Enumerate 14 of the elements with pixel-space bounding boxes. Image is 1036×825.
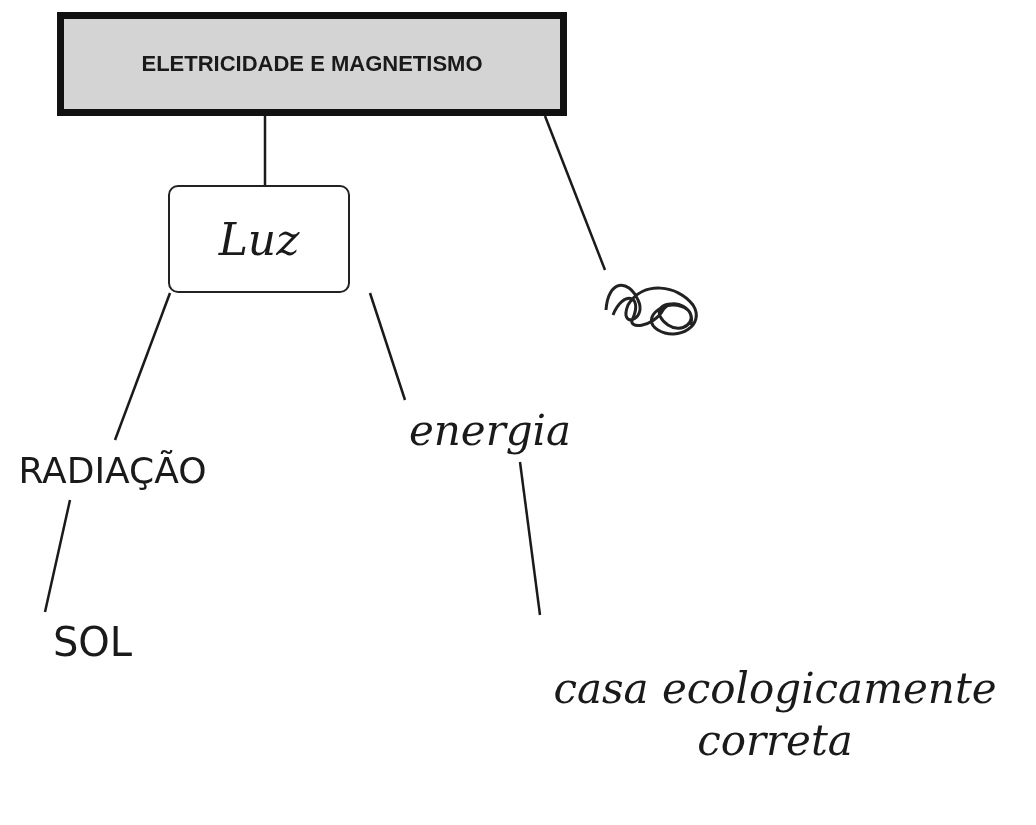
box-label: Luz [218, 212, 300, 267]
topic-box [168, 185, 350, 293]
connector-line [113, 292, 172, 441]
node-text: RADIAÇÃO [18, 448, 207, 493]
connector-line [543, 115, 607, 271]
node-text: SOL [52, 618, 133, 667]
node-text: energia [408, 404, 572, 457]
connector-line [518, 461, 542, 616]
node-text: casa ecologicamente correta [552, 662, 998, 767]
connector-line [368, 292, 407, 401]
title-box [57, 12, 567, 116]
box-label: ELETRICIDADE E MAGNETISMO [141, 50, 483, 78]
connector-line [43, 499, 72, 613]
connector-line [263, 116, 267, 185]
